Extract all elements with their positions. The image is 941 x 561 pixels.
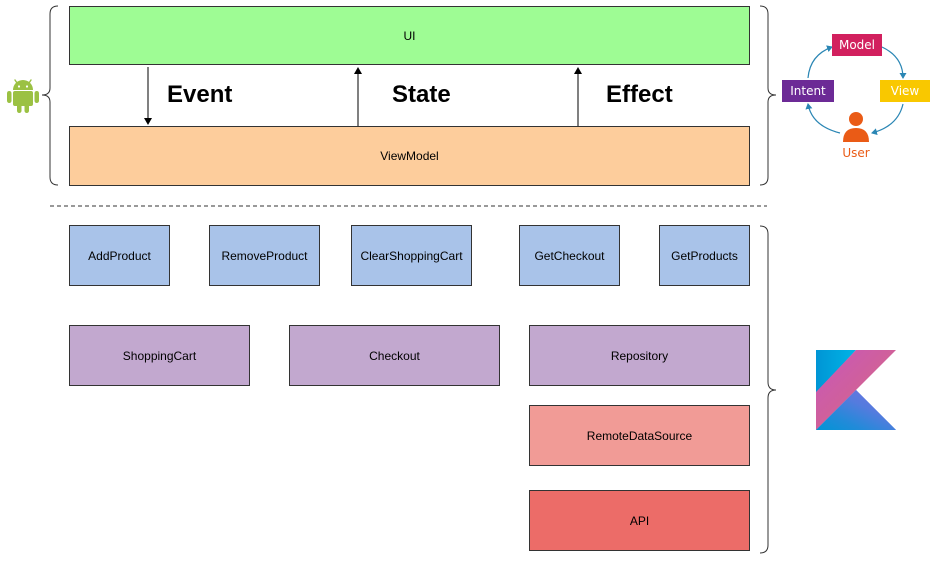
right-brace-top bbox=[759, 5, 777, 186]
effect-label: Effect bbox=[606, 81, 673, 108]
use-case-label: ClearShoppingCart bbox=[360, 248, 463, 263]
use-case-label: AddProduct bbox=[88, 248, 151, 263]
mvi-user-label: User bbox=[842, 146, 870, 160]
mvi-model-box: Model bbox=[832, 34, 882, 56]
mvi-intent-label: Intent bbox=[790, 84, 826, 98]
use-case-label: GetProducts bbox=[671, 248, 738, 263]
mvi-cycle-arc bbox=[871, 103, 904, 136]
domain-label: ShoppingCart bbox=[122, 348, 197, 363]
use-case-box: GetProducts bbox=[659, 225, 750, 286]
ui-box: UI bbox=[69, 6, 750, 65]
viewmodel-box: ViewModel bbox=[69, 126, 750, 186]
domain-box: Repository bbox=[529, 325, 750, 386]
use-case-label: RemoveProduct bbox=[221, 248, 308, 263]
mvi-view-box: View bbox=[880, 80, 930, 102]
mvi-intent-box: Intent bbox=[782, 80, 834, 102]
mvi-cycle-arc bbox=[805, 103, 841, 134]
mvi-cycle-arc bbox=[807, 45, 833, 79]
remote-data-source-box: RemoteDataSource bbox=[529, 405, 750, 466]
use-case-box: GetCheckout bbox=[519, 225, 620, 286]
left-brace bbox=[41, 5, 59, 186]
ui-label: UI bbox=[403, 28, 416, 43]
use-case-box: AddProduct bbox=[69, 225, 170, 286]
mvi-view-label: View bbox=[890, 84, 920, 98]
kotlin-logo-icon bbox=[816, 350, 896, 430]
domain-label: Checkout bbox=[369, 348, 420, 363]
domain-box: Checkout bbox=[289, 325, 500, 386]
use-case-box: ClearShoppingCart bbox=[351, 225, 472, 286]
api-label: API bbox=[629, 513, 650, 528]
api-box: API bbox=[529, 490, 750, 551]
domain-label: Repository bbox=[610, 348, 669, 363]
remote-data-source-label: RemoteDataSource bbox=[586, 428, 693, 443]
viewmodel-label: ViewModel bbox=[380, 149, 439, 163]
android-logo-icon bbox=[7, 79, 39, 113]
use-case-label: GetCheckout bbox=[534, 248, 605, 263]
mvi-model-label: Model bbox=[838, 38, 876, 52]
mvi-cycle-arc bbox=[881, 46, 907, 79]
right-brace-bottom bbox=[759, 225, 777, 554]
state-label: State bbox=[392, 81, 451, 108]
user-icon bbox=[843, 112, 869, 142]
event-label: Event bbox=[167, 81, 233, 108]
use-case-box: RemoveProduct bbox=[209, 225, 320, 286]
domain-box: ShoppingCart bbox=[69, 325, 250, 386]
